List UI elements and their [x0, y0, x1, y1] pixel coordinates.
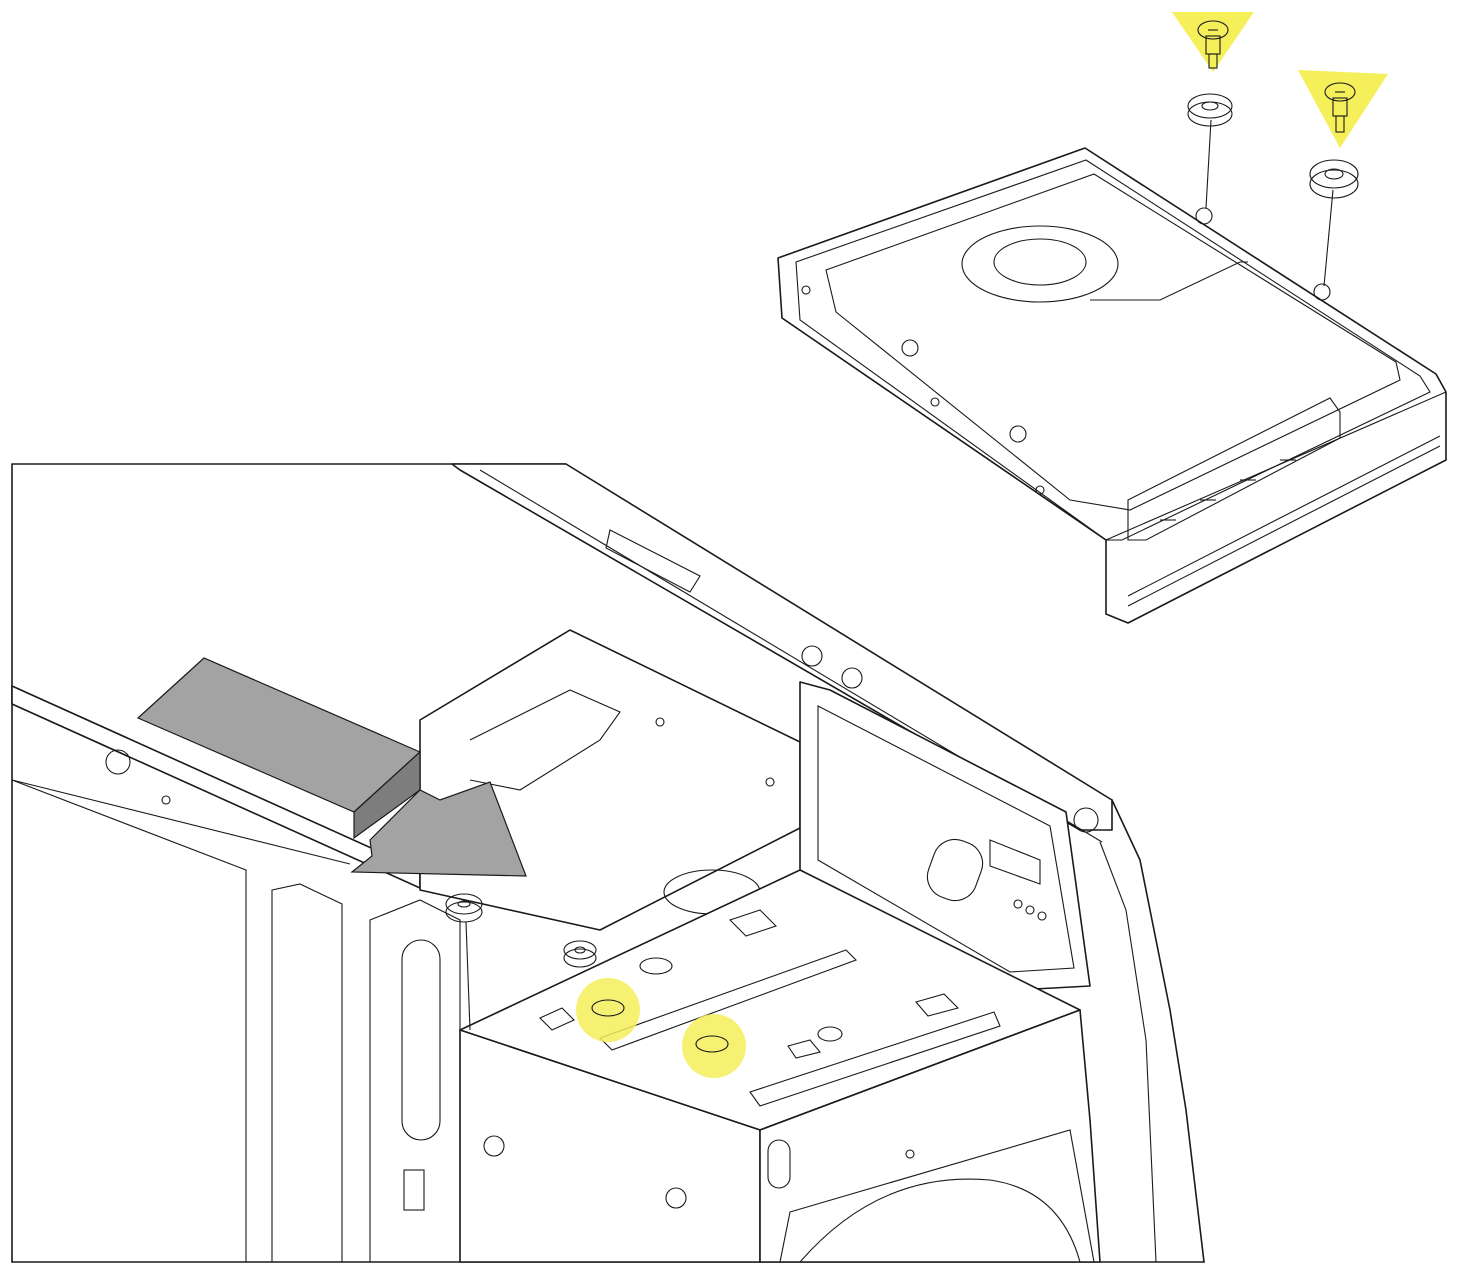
floor-tab-3 — [915, 993, 960, 1017]
cage-side-inner — [817, 705, 1075, 973]
hatch-2 — [1127, 445, 1441, 607]
hard-drive-body — [777, 147, 1447, 624]
lower-hole-2 — [665, 1187, 687, 1209]
cage-bracket — [469, 689, 621, 791]
left-frame-post — [369, 899, 461, 1263]
floor-tab-2 — [728, 909, 778, 937]
floor-hole-1 — [817, 1026, 843, 1042]
side-hole-3 — [1035, 485, 1045, 495]
left-rail-tab — [105, 749, 131, 775]
screw-group-2 — [1298, 70, 1388, 287]
right-wall-inner — [1099, 841, 1157, 1263]
lower-slot — [767, 1139, 791, 1189]
rail-screw-2 — [841, 667, 863, 689]
mount-hole-4 — [1009, 425, 1027, 443]
screw-group-1 — [1172, 12, 1254, 209]
fan-housing — [779, 1129, 1095, 1263]
front-edge — [1105, 391, 1447, 541]
cage-hole-1 — [655, 717, 665, 727]
floor-tab-4 — [787, 1039, 821, 1059]
screw-icon — [1197, 20, 1229, 40]
platter-hub — [993, 238, 1087, 286]
cage-side-cutout — [926, 838, 984, 902]
grommet-icon — [1309, 169, 1359, 199]
grommet-icon — [445, 893, 483, 1031]
hatch-1 — [1127, 435, 1441, 597]
mount-hole-1 — [1195, 207, 1213, 225]
screw-highlight-2 — [1298, 70, 1388, 148]
floor-rail-2 — [749, 1011, 1001, 1107]
mount-hole-2 — [1313, 283, 1331, 301]
frame-border — [11, 463, 567, 1263]
lower-hole-3 — [905, 1149, 915, 1159]
hard-drive — [777, 147, 1447, 624]
floor-rail-1 — [598, 949, 857, 1051]
top-rail-slot — [605, 529, 701, 593]
cage-lower-side — [759, 1009, 1101, 1263]
lower-hole-1 — [483, 1135, 505, 1157]
side-edge — [781, 317, 1107, 541]
left-rail-lower — [11, 779, 351, 865]
screw-highlight-1 — [1172, 12, 1254, 72]
screw-icon — [1324, 82, 1356, 102]
floor-hole-2 — [639, 957, 673, 975]
case-interior — [11, 463, 1205, 1263]
floor-tab-1 — [539, 1007, 575, 1031]
mount-hole-3 — [901, 339, 919, 357]
sata-connector — [1127, 397, 1341, 541]
right-wall — [1111, 799, 1205, 1263]
left-panel-slot — [271, 883, 343, 1263]
top-rail — [451, 463, 1113, 831]
side-hole-2 — [930, 397, 940, 407]
grommet-icon — [563, 940, 597, 968]
hard-drive-cover — [825, 173, 1401, 511]
cage-side-slot — [989, 839, 1041, 885]
rail-screw-3 — [1073, 807, 1099, 833]
post-slot-1 — [403, 1169, 425, 1211]
actuator-arm — [1090, 261, 1248, 301]
mount-point-highlight-2 — [682, 1014, 746, 1078]
drive-cage-back — [419, 629, 801, 931]
left-rail-hole — [161, 795, 171, 805]
mount-point-highlight-1 — [576, 978, 640, 1042]
left-panel — [11, 779, 247, 1262]
rail-screw-1 — [801, 645, 823, 667]
side-hole-1 — [801, 285, 811, 295]
platter-outer — [961, 225, 1119, 303]
arrow-icon — [136, 657, 527, 877]
fan-blade-arc — [799, 1178, 1081, 1263]
cage-hole-2 — [765, 777, 775, 787]
cable-cutout — [401, 939, 441, 1141]
